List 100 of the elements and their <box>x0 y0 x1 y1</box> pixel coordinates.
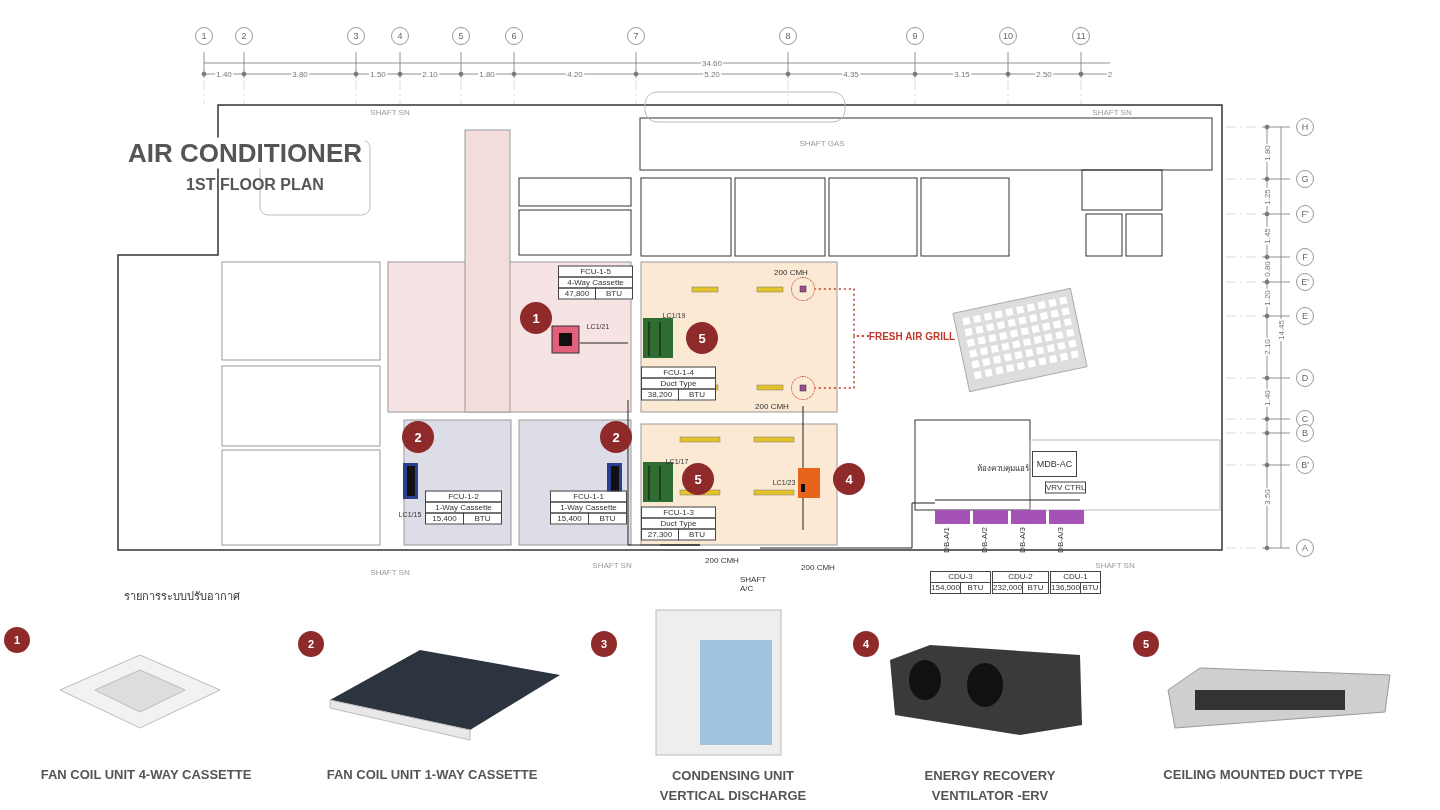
equipment-tag <box>993 572 1049 594</box>
grid-bubble: 5 <box>452 27 470 45</box>
tag-text: BTU <box>678 528 716 541</box>
product-caption: FAN COIL UNIT 1-WAY CASSETTE <box>325 766 539 784</box>
dimension-text: 2.50 <box>1035 69 1053 79</box>
grid-bubble: 2 <box>235 27 253 45</box>
grid-bubble: 6 <box>505 27 523 45</box>
grid-bubble: 4 <box>391 27 409 45</box>
callout-number: 2 <box>298 631 324 657</box>
product-caption: CEILING MOUNTED DUCT TYPE <box>1162 766 1364 784</box>
section-heading: รายการระบบปรับอากาศ <box>124 589 240 604</box>
subtitle: 1ST FLOOR PLAN <box>186 176 324 194</box>
product-caption: ENERGY RECOVERY VENTILATOR -ERV <box>923 767 1057 805</box>
dimension-text: 1.40 <box>215 69 233 79</box>
equipment-tag <box>559 266 633 300</box>
grid-bubble: F <box>1296 248 1314 266</box>
grid-bubble: E <box>1296 307 1314 325</box>
grid-bubble: 7 <box>627 27 645 45</box>
dimension-text: 3.15 <box>953 69 971 79</box>
plan-label: 200 CMH <box>801 562 835 572</box>
tag-text: FCU-1-1 <box>550 490 627 503</box>
dimension-text: 1.45 <box>1262 227 1272 245</box>
plan-label: 200 CMH <box>755 401 789 411</box>
tag-text: FCU-1-2 <box>425 490 502 503</box>
callout-number: 4 <box>833 463 865 495</box>
grid-bubble: A <box>1296 539 1314 557</box>
leader-line <box>814 335 870 389</box>
callout-number: 1 <box>4 627 30 653</box>
tag-text: CDU-1 <box>1050 571 1101 583</box>
tag-text: BTU <box>1079 582 1101 594</box>
equipment-tag <box>551 491 627 525</box>
equipment-tag <box>642 367 716 401</box>
shaft-label: SHAFT GAS <box>799 138 845 148</box>
plan-label: 200 CMH <box>774 267 808 277</box>
tag-text: 4-Way Cassette <box>558 276 633 289</box>
dimension-text: 3.80 <box>291 69 309 79</box>
shaft-label: SHAFT SN <box>370 107 410 117</box>
dimension-text: 3.50 <box>1262 488 1272 506</box>
tag-text: BTU <box>678 388 716 401</box>
shaft-label: SHAFT SN <box>1092 107 1132 117</box>
callout-number: 5 <box>1133 631 1159 657</box>
shaft-label: SHAFT SN <box>1095 560 1135 570</box>
equipment-tag <box>1051 572 1101 594</box>
title: AIR CONDITIONER <box>125 137 365 169</box>
grid-bubble: 9 <box>906 27 924 45</box>
dimension-text: 2 <box>1106 69 1114 79</box>
dimension-text: 2.10 <box>421 69 439 79</box>
tag-text: 1-Way Cassette <box>550 501 627 514</box>
grid-bubble: H <box>1296 118 1314 136</box>
tag-text: 136,500 <box>1050 582 1081 594</box>
tag-text: VRV CTRL <box>1045 481 1087 494</box>
grid-bubble: B' <box>1296 456 1314 474</box>
tag-text: CDU-3 <box>930 571 991 583</box>
tag-text: FCU-1-5 <box>558 265 633 278</box>
tag-text: BTU <box>463 512 502 525</box>
grid-bubble: 3 <box>347 27 365 45</box>
tag-text: 154,000 <box>930 582 961 594</box>
dimension-text: 4.20 <box>566 69 584 79</box>
dimension-text: 1.50 <box>369 69 387 79</box>
dimension-text: 1.80 <box>1262 144 1272 162</box>
tag-text: MDB-AC <box>1032 451 1077 477</box>
shaft-label: SHAFT SN <box>370 567 410 577</box>
callout-text: FRESH AIR GRILL <box>868 330 956 342</box>
tag-text: BTU <box>595 287 633 300</box>
product-caption: CONDENSING UNIT VERTICAL DISCHARGE <box>658 767 808 805</box>
grid-bubble: 1 <box>195 27 213 45</box>
plan-label: 200 CMH <box>705 555 739 565</box>
tag-text: BTU <box>1021 582 1049 594</box>
equipment-tag <box>931 572 991 594</box>
grid-bubble: 8 <box>779 27 797 45</box>
grid-bubble: F' <box>1296 205 1314 223</box>
dimension-text: 14.45 <box>1276 319 1286 341</box>
grid-bubble: 10 <box>999 27 1017 45</box>
tag-text: BTU <box>588 512 627 525</box>
tag-text: 1-Way Cassette <box>425 501 502 514</box>
grid-bubble: E' <box>1296 273 1314 291</box>
grid-bubble: B <box>1296 424 1314 442</box>
dimension-text: 0.80 <box>1262 260 1272 278</box>
plan-label: ห้องควบคุมแอร์ <box>977 462 1029 475</box>
tag-text: Duct Type <box>641 517 716 530</box>
dimension-text: 34.60 <box>701 58 723 68</box>
shaft-label: SHAFT SN <box>592 560 632 570</box>
dimension-text: 1.40 <box>1262 389 1272 407</box>
dimension-text: 1.80 <box>478 69 496 79</box>
tag-text: 232,000 <box>992 582 1023 594</box>
dimension-text: 2.10 <box>1262 338 1272 356</box>
product-caption: FAN COIL UNIT 4-WAY CASSETTE <box>39 766 253 784</box>
equipment-tag <box>426 491 502 525</box>
shaft-label: SHAFT A/C <box>740 575 768 593</box>
callout-number: 4 <box>853 631 879 657</box>
tag-text: FCU-1-4 <box>641 366 716 379</box>
dimension-text: 5.20 <box>703 69 721 79</box>
dimension-text: 4.35 <box>842 69 860 79</box>
tag-text: FCU-1-3 <box>641 506 716 519</box>
tag-text: CDU-2 <box>992 571 1049 583</box>
equipment-tag <box>642 507 716 541</box>
grid-bubble: D <box>1296 369 1314 387</box>
grid-bubble: 11 <box>1072 27 1090 45</box>
grid-bubble: G <box>1296 170 1314 188</box>
grid-bubble: C <box>1296 410 1314 428</box>
